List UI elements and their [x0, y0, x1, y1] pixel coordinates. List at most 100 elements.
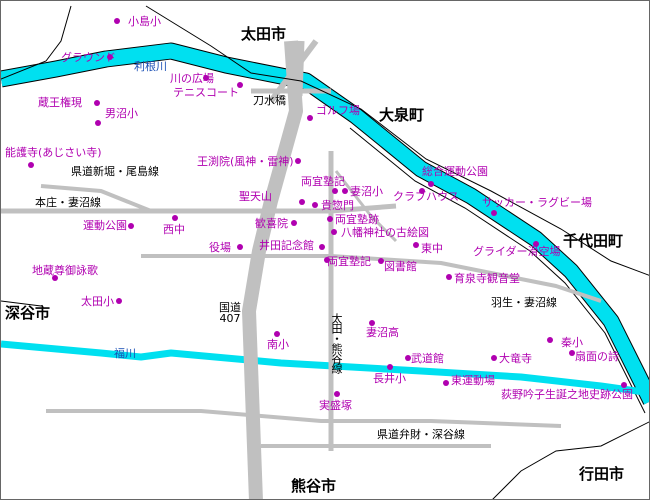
boundary-west	[1, 300, 42, 307]
poi-dot-ojoin	[295, 158, 301, 164]
poi-higashi-chu[interactable]: 東中	[421, 242, 443, 255]
poi-dot-club-house	[419, 188, 425, 194]
river-tone-label: 利根川	[134, 60, 167, 73]
poi-ojoin[interactable]: 王渕院(風神・雷神)	[197, 155, 294, 168]
poi-dot-kawa-hiroba	[203, 75, 209, 81]
poi-ryogi-juku-ato[interactable]: 両宜塾跡	[335, 213, 379, 226]
poi-dot-hachiman	[331, 229, 337, 235]
poi-dot-kisomon	[312, 202, 318, 208]
poi-dot-jitsumori-zuka	[334, 391, 340, 397]
poi-nogoji[interactable]: 能護寺(あじさい寺)	[5, 146, 102, 159]
poi-kisomon[interactable]: 貴惣門	[321, 199, 354, 212]
city-kumagaya: 熊谷市	[291, 477, 337, 495]
poi-zaou-gongen[interactable]: 蔵王権現	[38, 96, 82, 109]
poi-kojima-sho[interactable]: 小島小	[128, 15, 161, 28]
poi-seitenzan[interactable]: 聖天山	[239, 190, 272, 203]
road-hanyu-menuma-label: 羽生・妻沼線	[491, 296, 557, 309]
poi-glider[interactable]: グライダー滑空場	[473, 245, 561, 258]
poi-golf[interactable]: ゴルフ場	[316, 104, 360, 117]
poi-hachiman[interactable]: 八幡神社の古絵図	[341, 226, 429, 239]
poi-sensen-no-shi[interactable]: 扇面の詩	[575, 350, 619, 363]
boundaries	[1, 5, 649, 499]
hanyu-menuma-road	[141, 254, 602, 303]
poi-ryogi-juku1[interactable]: 両宜塾記	[301, 175, 345, 188]
boundary-nw	[1, 5, 72, 80]
poi-higashi-undojo[interactable]: 東運動場	[451, 374, 495, 387]
poi-club-house[interactable]: クラブハウス	[393, 190, 459, 203]
road-ota-kumagaya-label: 太田・熊谷線	[330, 313, 343, 373]
road-benzai-fukaya-label: 県道弁財・深谷線	[377, 428, 465, 441]
poi-dot-golf	[307, 115, 313, 121]
poi-dot-toshokan	[378, 258, 384, 264]
town-oizumi: 大泉町	[379, 106, 425, 124]
poi-dot-onuma-sho	[95, 120, 101, 126]
benzai-fukaya-road	[46, 409, 562, 428]
town-road	[334, 170, 398, 243]
poi-soccer[interactable]: サッカー・ラグビー場	[482, 196, 592, 209]
poi-kawa-hiroba[interactable]: 川の広場	[170, 72, 214, 85]
poi-dot-hata-sho	[547, 337, 553, 343]
poi-ryogi-juku2[interactable]: 両宜塾記	[327, 255, 371, 268]
poi-dot-higashi-undojo	[443, 380, 449, 386]
tone-river-bank	[349, 127, 646, 414]
poi-dot-ryogi-juku2	[324, 257, 330, 263]
poi-jitsumori-zuka[interactable]: 実盛塚	[319, 399, 352, 412]
poi-dot-menuma-sho	[342, 188, 348, 194]
fuku-river	[1, 340, 649, 397]
poi-ota-sho[interactable]: 太田小	[81, 295, 114, 308]
poi-daitakuji[interactable]: 大竜寺	[499, 352, 532, 365]
nitta-ojima-road	[40, 184, 216, 213]
town-chiyoda: 千代田町	[563, 232, 624, 250]
tone-river	[1, 42, 649, 414]
poi-tennis[interactable]: テニスコート	[173, 86, 239, 99]
river-fuku-label: 福川	[114, 347, 136, 360]
poi-dot-higashi-chu	[413, 242, 419, 248]
poi-dot-sensen-no-shi	[569, 350, 575, 356]
poi-dot-jizoson	[52, 275, 58, 281]
poi-dot-undo-koen	[128, 223, 134, 229]
poi-ikusenji[interactable]: 育泉寺観音堂	[454, 272, 520, 285]
poi-onuma-sho[interactable]: 男沼小	[105, 107, 138, 120]
poi-dot-yakuba	[237, 244, 243, 250]
tonebashi-bridge-label: 刀水橋	[253, 94, 286, 107]
fuku-river-water	[1, 340, 649, 397]
poi-menuma-sho[interactable]: 妻沼小	[350, 185, 383, 198]
route-407-label: 国道 407	[219, 301, 241, 325]
poi-dot-daitakuji	[491, 355, 497, 361]
poi-toshokan[interactable]: 図書館	[384, 260, 417, 273]
poi-dot-budokan	[405, 355, 411, 361]
poi-dot-sogo-undo-koen	[428, 181, 434, 187]
poi-hata-sho[interactable]: 秦小	[561, 336, 583, 349]
city-ota: 太田市	[241, 25, 287, 43]
city-gyoda: 行田市	[579, 465, 625, 483]
poi-nishi-chu[interactable]: 西中	[163, 223, 185, 236]
poi-dot-nagai-sho	[387, 364, 393, 370]
route-407-north	[295, 40, 305, 97]
poi-ground[interactable]: グラウンド	[61, 51, 116, 64]
poi-menuma-ko[interactable]: 妻沼高	[366, 326, 399, 339]
poi-sogo-undo-koen[interactable]: 総合運動公園	[422, 165, 488, 178]
poi-nagai-sho[interactable]: 長井小	[373, 372, 406, 385]
poi-kankiin[interactable]: 歓喜院	[255, 217, 288, 230]
poi-dot-minami-sho	[274, 331, 280, 337]
poi-dot-ground	[107, 54, 113, 60]
poi-undo-koen[interactable]: 運動公園	[83, 219, 127, 232]
poi-dot-nogoji	[28, 162, 34, 168]
road-nitta-ojima-label: 県道新堀・尾島線	[71, 165, 159, 178]
poi-dot-kojima-sho	[114, 18, 120, 24]
poi-jizoson[interactable]: 地蔵尊御詠歌	[32, 264, 98, 277]
poi-dot-ikusenji	[446, 274, 452, 280]
poi-ogino-park[interactable]: 荻野吟子生誕之地史跡公園	[501, 388, 633, 401]
route-407-road	[242, 40, 303, 499]
poi-ida-kinenkan[interactable]: 井田記念館	[259, 239, 314, 252]
poi-budokan[interactable]: 武道館	[411, 352, 444, 365]
poi-dot-menuma-ko	[369, 320, 375, 326]
poi-dot-seitenzan	[299, 199, 305, 205]
poi-yakuba[interactable]: 役場	[209, 241, 231, 254]
poi-minami-sho[interactable]: 南小	[267, 338, 289, 351]
tone-river-water	[1, 43, 649, 405]
poi-dot-ogino-park	[621, 382, 627, 388]
poi-dot-nishi-chu	[172, 215, 178, 221]
